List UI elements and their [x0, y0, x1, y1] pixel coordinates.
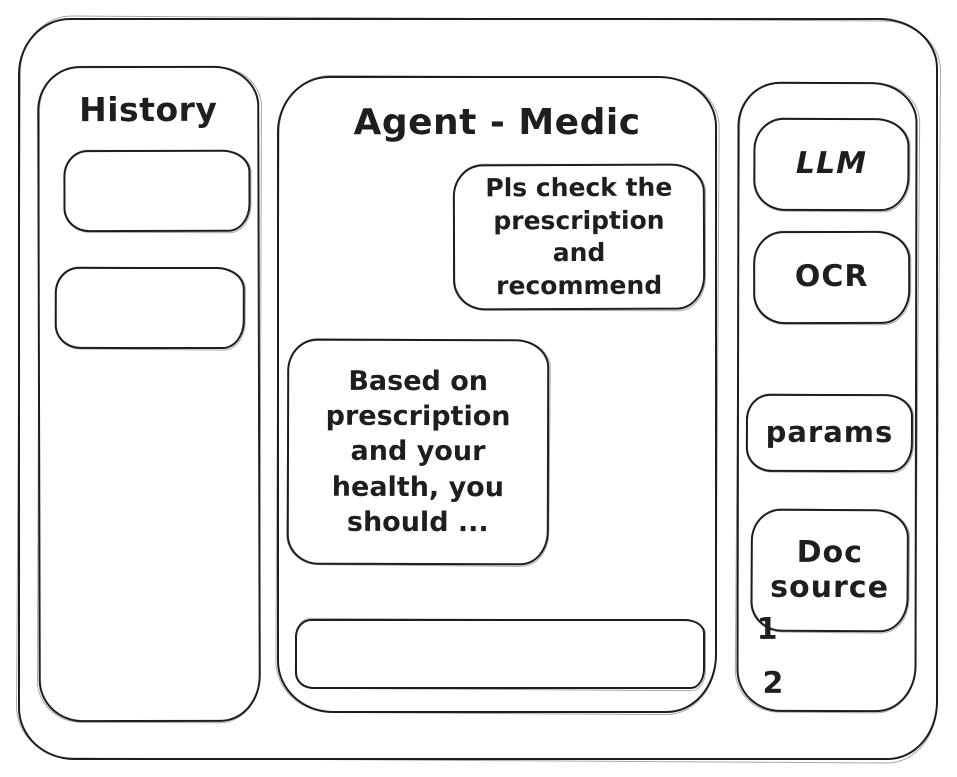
chat-panel: Agent - Medic Pls check the prescription…	[277, 76, 717, 713]
message-input-box[interactable]	[295, 619, 705, 689]
doc-source-button-label: Doc source	[770, 534, 890, 605]
user-message-bubble: Pls check the prescription and recommend	[452, 163, 706, 311]
user-message-text: Pls check the prescription and recommend	[485, 172, 673, 300]
history-panel-title: History	[79, 89, 218, 130]
chat-panel-title: Agent - Medic	[353, 102, 641, 143]
agent-message-text: Based on prescription and your health, y…	[325, 366, 511, 538]
llm-button-label: LLM	[795, 146, 867, 182]
ocr-button-label: OCR	[794, 259, 869, 295]
message-input[interactable]	[297, 621, 703, 687]
doc-source-item-1[interactable]: 1	[756, 611, 778, 647]
tools-panel: LLM OCR params Doc source 1 2	[736, 81, 918, 713]
params-button[interactable]: params	[745, 393, 914, 473]
llm-button[interactable]: LLM	[753, 117, 910, 212]
ocr-button[interactable]: OCR	[753, 230, 911, 325]
history-panel: History	[37, 65, 261, 723]
doc-source-item-2[interactable]: 2	[762, 665, 784, 701]
history-item[interactable]	[63, 149, 251, 233]
params-button-label: params	[765, 415, 894, 450]
history-item[interactable]	[54, 266, 245, 350]
agent-message-bubble: Based on prescription and your health, y…	[286, 338, 550, 566]
